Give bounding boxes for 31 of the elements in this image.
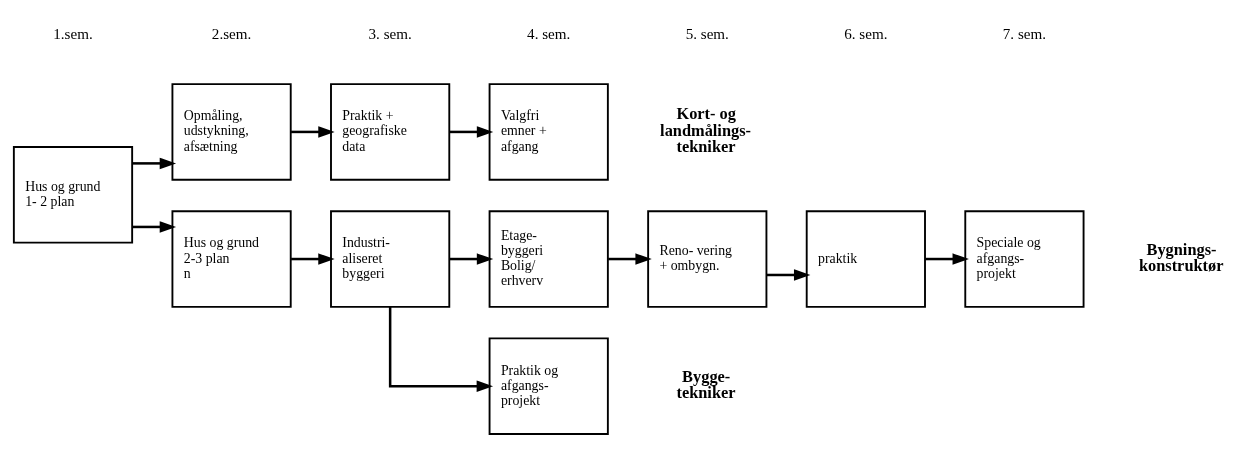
node-box: Industri- aliseret byggeri — [330, 210, 451, 308]
arrow — [132, 157, 177, 170]
node-box: Hus og grund 1- 2 plan — [12, 146, 134, 244]
label: 3. sem. — [368, 25, 412, 42]
arrow — [766, 269, 811, 281]
node-box: Etage- byggeri Bolig/ erhverv — [488, 210, 609, 308]
label: Bygnings- konstruktør — [1138, 239, 1224, 275]
arrow — [608, 253, 652, 265]
arrow — [449, 253, 494, 265]
arrow — [291, 126, 335, 138]
label: Bygge- tekniker — [676, 366, 736, 402]
label: 7. sem. — [1002, 25, 1047, 42]
node-box: Praktik og afgangs- projekt — [488, 337, 609, 435]
label: Kort- og landmålings- tekniker — [660, 104, 752, 156]
label: 6. sem. — [844, 25, 888, 42]
node-box: Valgfri emner + afgang — [488, 83, 609, 181]
arrow — [291, 253, 335, 265]
label: 2.sem. — [211, 25, 252, 42]
node-box: Opmåling, udstykning, afsætning — [171, 83, 292, 181]
label: 4. sem. — [527, 25, 571, 42]
node-box: praktik — [805, 210, 926, 308]
node-box: Hus og grund 2-3 plan n — [171, 210, 292, 308]
label: 5. sem. — [685, 25, 729, 42]
arrow — [132, 221, 177, 233]
label: 1.sem. — [53, 25, 93, 42]
node-box: Reno- vering + ombygn. — [647, 210, 768, 308]
arrow — [449, 126, 494, 138]
arrow — [388, 307, 494, 392]
node-box: Praktik + geografiske data — [330, 83, 451, 181]
node-box: Speciale og afgangs- projekt — [964, 210, 1085, 308]
arrow — [925, 253, 969, 265]
